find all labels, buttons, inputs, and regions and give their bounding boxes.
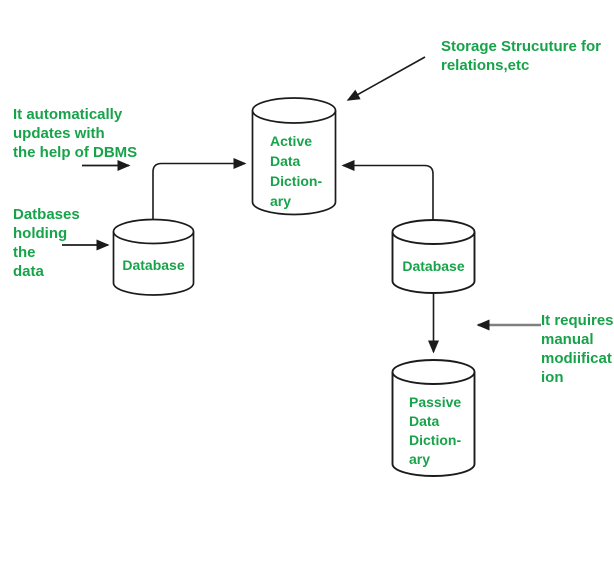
label-line: Data xyxy=(409,413,440,429)
annotation-line: ion xyxy=(541,369,564,386)
label-line: ary xyxy=(270,193,292,209)
annotation-line: It automatically xyxy=(13,106,123,123)
left-database-label: Database xyxy=(122,257,185,273)
label-line: Active xyxy=(270,133,313,149)
connector-left-database-to-active-dictionary xyxy=(152,158,247,220)
annotation-databases-holding: Datbases holding the data xyxy=(13,205,80,281)
annotation-line: updates with xyxy=(13,125,105,142)
label-line: Diction- xyxy=(409,432,462,448)
right-database-label: Database xyxy=(402,258,465,274)
annotation-line: relations,etc xyxy=(441,57,530,74)
label-line: Diction- xyxy=(270,173,323,189)
annotation-line: the help of DBMS xyxy=(13,144,138,161)
annotation-storage-structure: Storage Strucuture for relations,etc xyxy=(441,37,601,75)
active-data-dictionary-label: Active Data Diction- ary xyxy=(270,131,322,211)
passive-data-dictionary-cylinder xyxy=(391,359,476,477)
annotation-line: It requires xyxy=(541,312,614,329)
label-line: ary xyxy=(409,451,431,467)
annotation-line: Datbases xyxy=(13,206,80,223)
arrow-storage-structure xyxy=(346,56,426,101)
label-line: Passive xyxy=(409,394,462,410)
annotation-auto-update: It automatically updates with the help o… xyxy=(13,105,137,162)
annotation-line: the xyxy=(13,244,36,261)
passive-data-dictionary-label: Passive Data Diction- ary xyxy=(409,393,461,469)
annotation-line: manual xyxy=(541,331,594,348)
label-line: Data xyxy=(270,153,301,169)
annotation-manual-modification: It requires manual modiificat ion xyxy=(541,311,614,387)
annotation-line: holding xyxy=(13,225,68,242)
connector-right-database-to-active-dictionary xyxy=(341,160,434,220)
active-data-dictionary-cylinder xyxy=(251,97,337,216)
annotation-line: modiificat xyxy=(541,350,612,367)
right-database-cylinder xyxy=(391,219,476,294)
annotation-line: data xyxy=(13,263,44,280)
annotation-line: Storage Strucuture for xyxy=(441,38,602,55)
left-database-cylinder xyxy=(112,218,195,296)
